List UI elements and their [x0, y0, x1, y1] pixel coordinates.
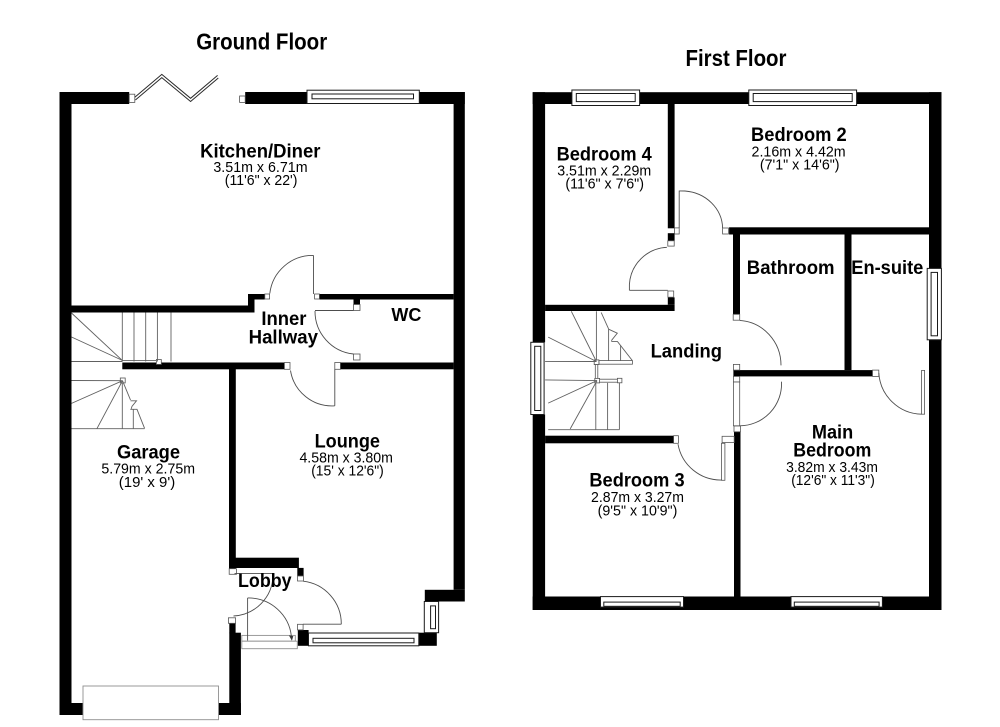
- svg-text:Ground Floor: Ground Floor: [196, 29, 327, 55]
- svg-text:(11'6" x 7'6"): (11'6" x 7'6"): [565, 175, 644, 192]
- svg-text:(19' x 9'): (19' x 9'): [119, 474, 175, 491]
- svg-text:WC: WC: [391, 304, 421, 325]
- svg-text:Bedroom: Bedroom: [793, 440, 871, 462]
- svg-text:(15' x 12'6"): (15' x 12'6"): [311, 463, 384, 480]
- svg-text:Kitchen/Diner: Kitchen/Diner: [200, 140, 321, 162]
- svg-text:5.79m x 2.75m: 5.79m x 2.75m: [101, 461, 195, 478]
- svg-text:3.51m x 2.29m: 3.51m x 2.29m: [557, 162, 651, 179]
- svg-text:Landing: Landing: [651, 340, 722, 362]
- svg-text:Garage: Garage: [117, 442, 180, 464]
- svg-text:En-suite: En-suite: [851, 257, 923, 279]
- svg-text:(11'6" x 22'): (11'6" x 22'): [225, 172, 298, 189]
- svg-text:2.16m x 4.42m: 2.16m x 4.42m: [752, 143, 846, 160]
- svg-text:(12'6" x 11'3"): (12'6" x 11'3"): [791, 472, 875, 489]
- svg-text:Bathroom: Bathroom: [747, 257, 835, 279]
- svg-text:3.51m x 6.71m: 3.51m x 6.71m: [213, 159, 307, 176]
- svg-text:Lobby: Lobby: [238, 570, 292, 592]
- svg-text:Bedroom 2: Bedroom 2: [751, 124, 847, 146]
- svg-text:Bedroom 3: Bedroom 3: [589, 470, 684, 492]
- svg-text:4.58m x 3.80m: 4.58m x 3.80m: [299, 449, 393, 466]
- svg-text:Main: Main: [812, 421, 853, 443]
- svg-text:Inner: Inner: [261, 308, 306, 330]
- svg-text:First Floor: First Floor: [686, 45, 787, 71]
- svg-text:Hallway: Hallway: [249, 327, 318, 349]
- svg-text:2.87m x 3.27m: 2.87m x 3.27m: [591, 489, 684, 506]
- svg-text:(9'5" x 10'9"): (9'5" x 10'9"): [598, 502, 678, 519]
- svg-text:Lounge: Lounge: [315, 430, 381, 452]
- svg-text:Bedroom 4: Bedroom 4: [557, 143, 652, 165]
- svg-text:3.82m x 3.43m: 3.82m x 3.43m: [786, 459, 878, 476]
- svg-text:(7'1" x 14'6"): (7'1" x 14'6"): [760, 157, 840, 174]
